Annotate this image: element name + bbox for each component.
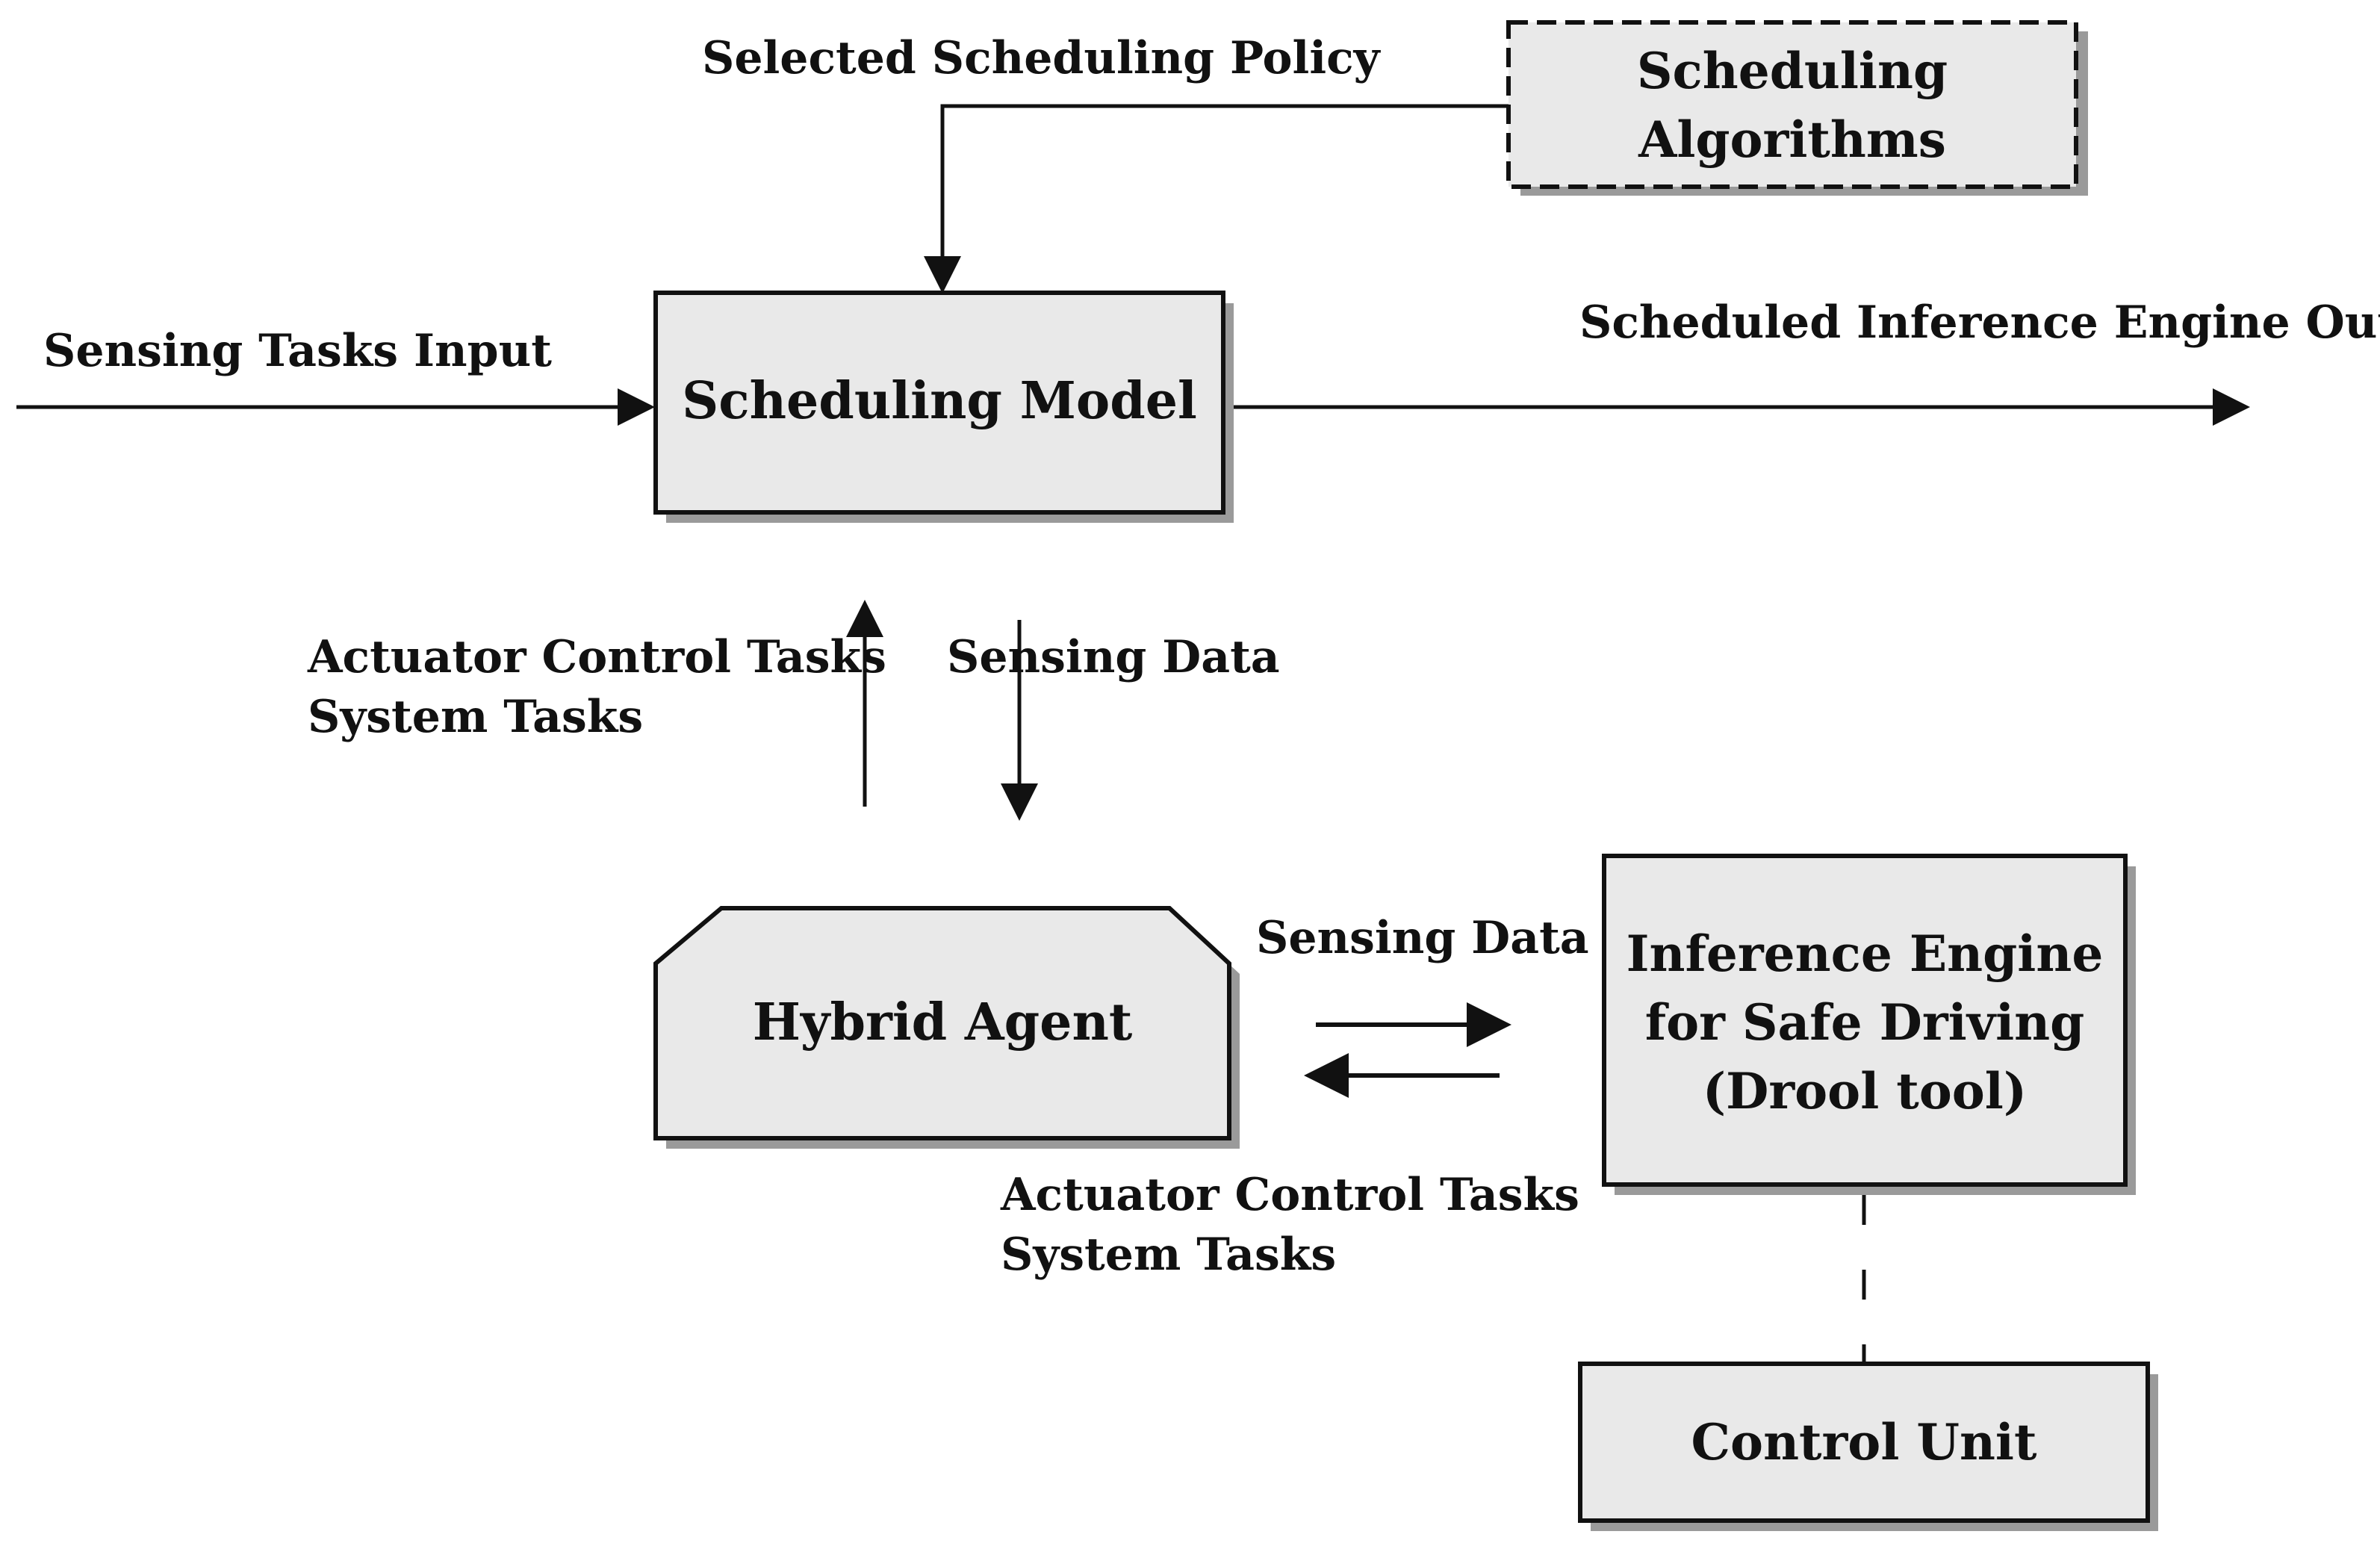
up-system-label: System Tasks (308, 691, 643, 743)
scheduling-algorithms-node: Scheduling Algorithms (1506, 20, 2088, 196)
control-unit-node: Control Unit (1578, 1362, 2158, 1531)
inference-engine-line1: Inference Engine (1626, 925, 2104, 983)
policy-connector (924, 104, 1509, 294)
scheduling-algorithms-line2: Algorithms (1638, 111, 1946, 169)
scheduling-model-label: Scheduling Model (682, 371, 1197, 431)
sensing-tasks-input-label: Sensing Tasks Input (43, 325, 552, 377)
up-actuator-label: Actuator Control Tasks (307, 631, 886, 683)
selected-policy-label: Selected Scheduling Policy (702, 32, 1382, 84)
scheduled-output-label: Scheduled Inference Engine Output (1579, 297, 2380, 349)
left-system-label: System Tasks (1001, 1229, 1336, 1281)
inference-engine-line2: for Safe Driving (1645, 993, 2085, 1052)
inference-engine-line3: (Drool tool) (1703, 1062, 2027, 1120)
right-sensing-label: Sensing Data (1256, 912, 1589, 964)
down-sensing-label: Sensing Data (947, 631, 1280, 683)
inference-engine-node: Inference Engine for Safe Driving (Drool… (1602, 854, 2136, 1195)
scheduling-model-node: Scheduling Model (653, 291, 1234, 523)
control-unit-label: Control Unit (1691, 1413, 2037, 1471)
hybrid-agent-label: Hybrid Agent (753, 993, 1133, 1052)
left-actuator-label: Actuator Control Tasks (1000, 1169, 1579, 1221)
hybrid-agent-node: Hybrid Agent (653, 906, 1240, 1149)
scheduling-algorithms-line1: Scheduling (1637, 42, 1948, 100)
